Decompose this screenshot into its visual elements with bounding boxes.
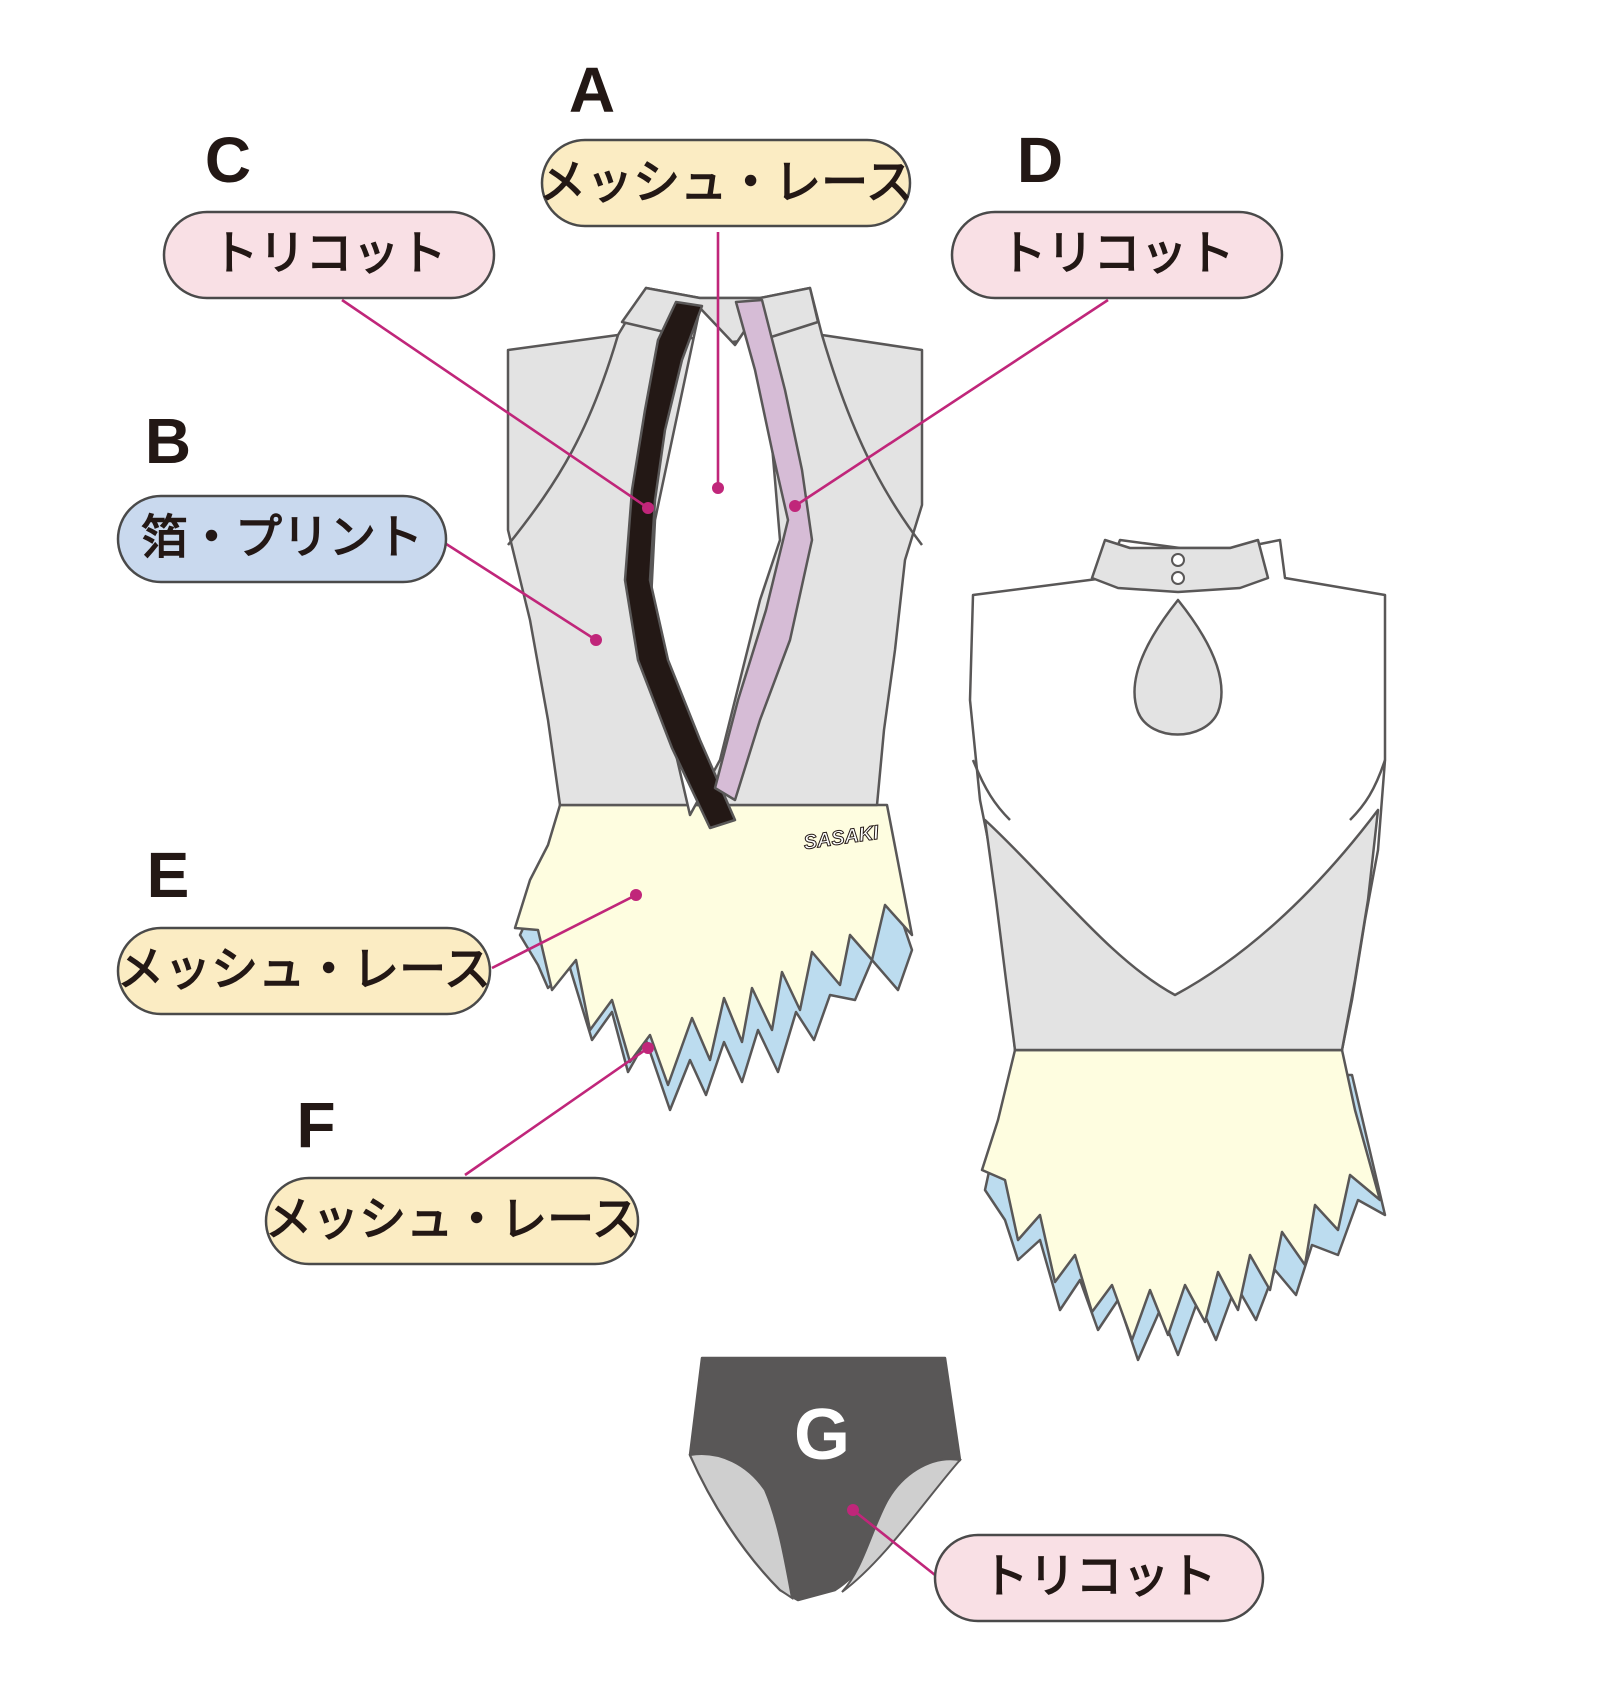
back-skirt-upper-layer xyxy=(980,1048,1382,1342)
brief-left-leg-trim xyxy=(688,1453,794,1601)
label-a-material: メッシュ・レース xyxy=(539,156,913,211)
label-e-material: メッシュ・レース xyxy=(117,943,491,998)
leader-f xyxy=(464,1046,649,1177)
back-keyhole xyxy=(1133,598,1223,736)
label-d-material: トリコット xyxy=(1000,227,1235,282)
leader-e xyxy=(491,893,637,970)
front-black-band xyxy=(623,300,737,830)
back-scoop xyxy=(983,808,1380,1052)
label-c-material: トリコット xyxy=(212,227,447,282)
label-f: F メッシュ・レース xyxy=(264,1089,640,1266)
back-left-armhole xyxy=(971,759,1011,821)
label-a: A メッシュ・レース xyxy=(539,54,913,228)
label-g-letter: G xyxy=(794,1395,850,1475)
label-a-letter: A xyxy=(569,54,615,126)
label-b-pill xyxy=(116,494,448,584)
brief-garment: G xyxy=(688,1356,962,1602)
label-b-letter: B xyxy=(145,405,191,477)
back-button-top xyxy=(1171,553,1185,567)
front-left-armhole xyxy=(507,334,620,546)
label-f-pill xyxy=(264,1176,640,1266)
label-e-letter: E xyxy=(147,839,190,911)
back-garment xyxy=(968,538,1387,1362)
label-e-pill xyxy=(116,926,492,1016)
back-right-armhole xyxy=(1349,759,1387,821)
dot-d xyxy=(789,500,801,512)
label-e: E メッシュ・レース xyxy=(116,839,492,1016)
dot-a xyxy=(712,482,724,494)
label-f-letter: F xyxy=(296,1089,335,1161)
leader-d xyxy=(794,298,1109,508)
label-c-pill xyxy=(162,210,496,300)
label-d-pill xyxy=(950,210,1284,300)
leader-lines xyxy=(341,232,1109,1577)
label-a-pill xyxy=(540,138,912,228)
dot-f xyxy=(642,1042,654,1054)
label-g-material: トリコット xyxy=(982,1550,1217,1605)
leader-b xyxy=(439,538,597,642)
label-g-pill xyxy=(933,1533,1265,1623)
label-c: C トリコット xyxy=(162,124,496,300)
front-right-armhole xyxy=(820,334,923,546)
dot-g xyxy=(847,1504,859,1516)
label-d-letter: D xyxy=(1017,124,1063,196)
brief-right-leg-trim xyxy=(841,1458,962,1593)
dot-c xyxy=(642,502,654,514)
dot-b xyxy=(590,634,602,646)
label-g: トリコット xyxy=(933,1533,1265,1623)
front-lavender-band xyxy=(713,298,814,802)
label-c-letter: C xyxy=(205,124,251,196)
label-b-material: 箔・プリント xyxy=(141,511,423,566)
leader-c xyxy=(341,298,649,510)
dot-e xyxy=(630,889,642,901)
front-garment: SASAKI xyxy=(506,286,924,1112)
label-d: D トリコット xyxy=(950,124,1284,300)
front-skirt-upper-layer xyxy=(513,803,914,1087)
back-button-bottom xyxy=(1171,571,1185,585)
label-f-material: メッシュ・レース xyxy=(265,1193,639,1248)
label-b: B 箔・プリント xyxy=(116,405,448,584)
leader-g xyxy=(852,1508,936,1577)
